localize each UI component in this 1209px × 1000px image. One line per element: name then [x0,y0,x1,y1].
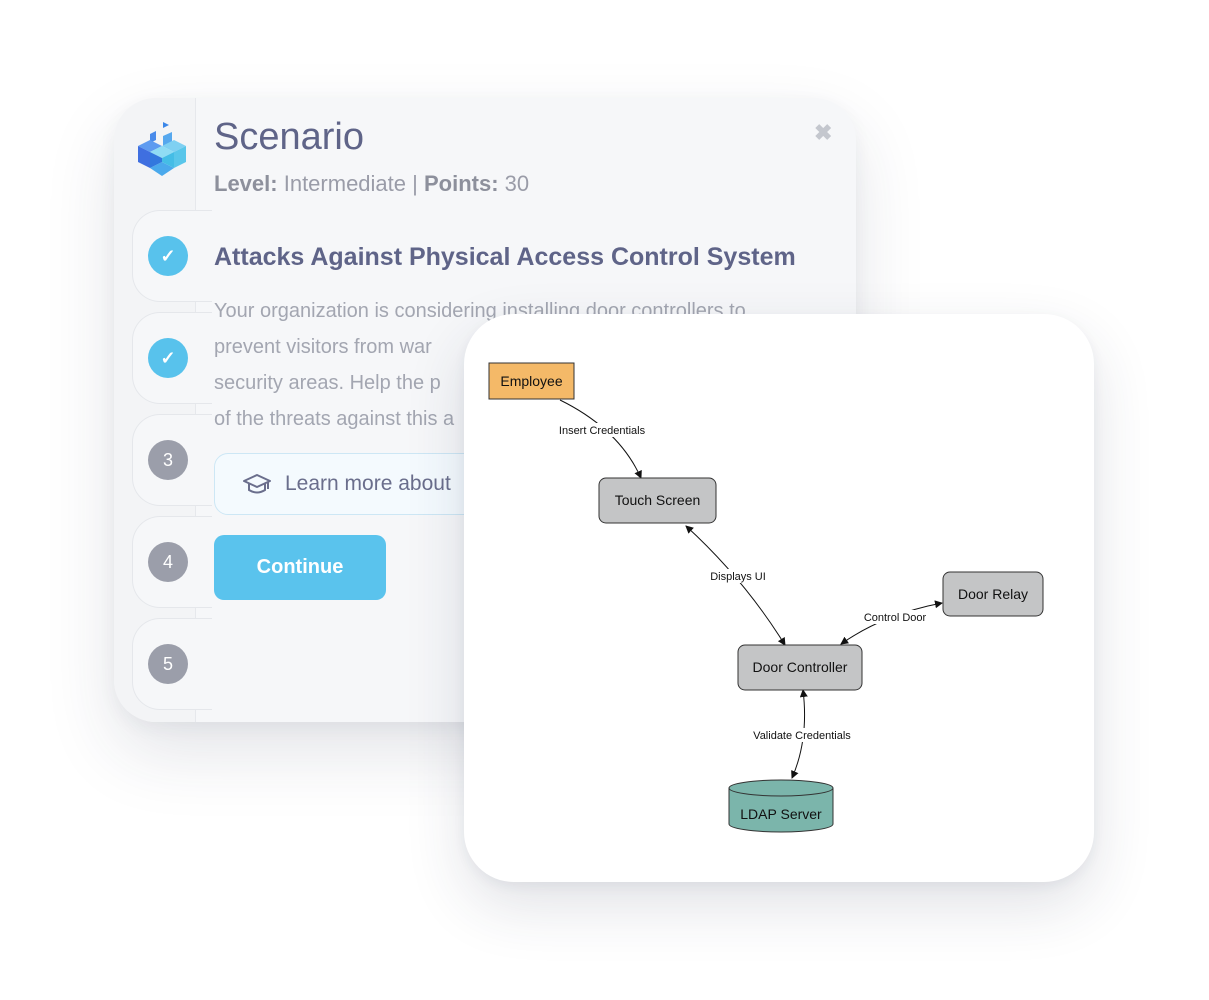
level-label: Level: [214,171,278,196]
node-door-controller[interactable]: Door Controller [737,644,863,691]
points-value: 30 [504,171,530,196]
step-tab-1[interactable]: ✓ [132,210,212,302]
step-indicator-1: ✓ [148,236,188,276]
edge-label-control-door: Control Door [864,612,927,624]
step-tab-2[interactable]: ✓ [132,312,212,404]
step-tab-3[interactable]: 3 [132,414,212,506]
edge-label-bg [862,610,928,624]
node-label: Employee [500,373,562,389]
architecture-diagram: Insert Credentials Displays UI Control D… [488,362,1044,833]
edge-label-bg [751,728,853,742]
node-label: Door Relay [958,586,1028,602]
points-label: Points: [423,171,499,196]
step-indicator-5: 5 [148,644,188,684]
diagram-card: Insert Credentials Displays UI Control D… [464,314,1094,882]
description-line: security areas. Help the p [214,372,441,394]
description-line: prevent visitors from war [214,336,432,358]
node-touch-screen[interactable]: Touch Screen [598,477,717,524]
app-logo-icon [138,122,186,176]
learn-more-label: Learn more about [285,472,451,495]
scenario-meta: Level: Intermediate | Points: 30 [214,171,529,197]
meta-separator: | [412,171,418,196]
step-indicator-2: ✓ [148,338,188,378]
edge-insert-credentials [559,399,642,479]
edge-label-bg [557,423,647,437]
page-title: Scenario [214,116,364,158]
node-label: LDAP Server [740,806,822,822]
steps-rail: ✓ ✓ 3 4 5 [114,98,212,722]
step-tab-5[interactable]: 5 [132,618,212,710]
edge-label-insert-credentials: Insert Credentials [559,425,646,437]
node-employee[interactable]: Employee [488,362,575,400]
node-door-relay[interactable]: Door Relay [942,571,1044,617]
level-value: Intermediate [283,171,407,196]
node-label: Touch Screen [615,492,701,508]
close-icon[interactable]: ✖ [814,120,833,145]
continue-button[interactable]: Continue [214,535,386,600]
edge-displays-ui [685,525,786,646]
description-line: of the threats against this a [214,408,455,430]
node-label: Door Controller [753,659,848,675]
edge-label-validate-credentials: Validate Credentials [753,730,851,742]
challenge-title: Attacks Against Physical Access Control … [214,243,796,271]
step-indicator-3: 3 [148,440,188,480]
step-indicator-4: 4 [148,542,188,582]
graduation-cap-icon [243,474,271,494]
node-ldap-server[interactable]: LDAP Server [728,779,834,833]
edge-label-bg [709,569,767,583]
step-tab-4[interactable]: 4 [132,516,212,608]
edge-label-displays-ui: Displays UI [710,571,766,583]
